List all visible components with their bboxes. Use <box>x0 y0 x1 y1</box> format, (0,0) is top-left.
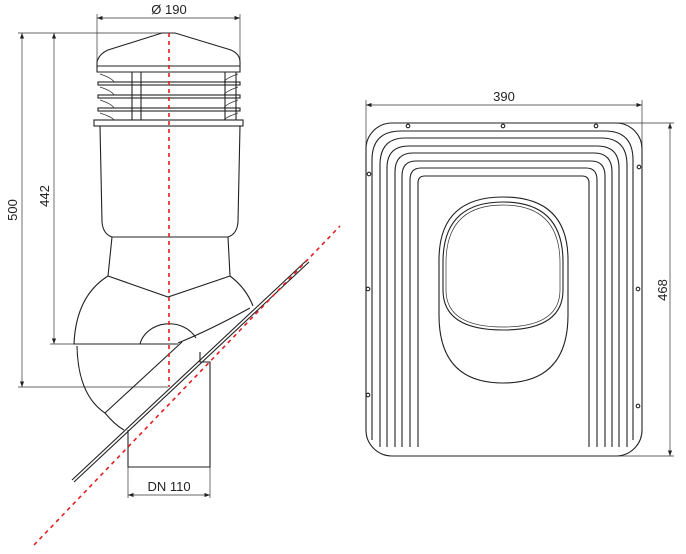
pipe-label: DN 110 <box>147 479 190 494</box>
flashing-outline <box>365 122 643 457</box>
body-height-label: 442 <box>37 185 52 207</box>
dimension-total-height: 500 <box>5 32 168 388</box>
cap <box>96 32 241 73</box>
dimension-body-height: 442 <box>37 33 74 345</box>
flashing-ribs <box>371 130 634 447</box>
height-label: 468 <box>655 279 670 301</box>
neck <box>107 236 231 298</box>
collar <box>93 119 244 127</box>
dimension-height: 468 <box>615 122 674 457</box>
roof-axis <box>33 225 341 546</box>
swivel-ball <box>73 275 254 345</box>
side-view: Ø 190 500 442 <box>5 2 341 546</box>
pipe-collar <box>438 196 569 384</box>
top-view-flashing: 390 468 <box>365 89 674 457</box>
louvers <box>97 72 241 121</box>
dimension-width: 390 <box>365 89 643 148</box>
pipe-opening <box>442 201 564 331</box>
width-label: 390 <box>493 89 515 104</box>
dimension-pipe: DN 110 <box>127 467 211 498</box>
roof-slope <box>71 259 310 483</box>
total-height-label: 500 <box>5 199 20 221</box>
body <box>99 125 241 238</box>
mounting-holes <box>365 123 642 409</box>
cap-diameter-label: Ø 190 <box>151 2 186 17</box>
